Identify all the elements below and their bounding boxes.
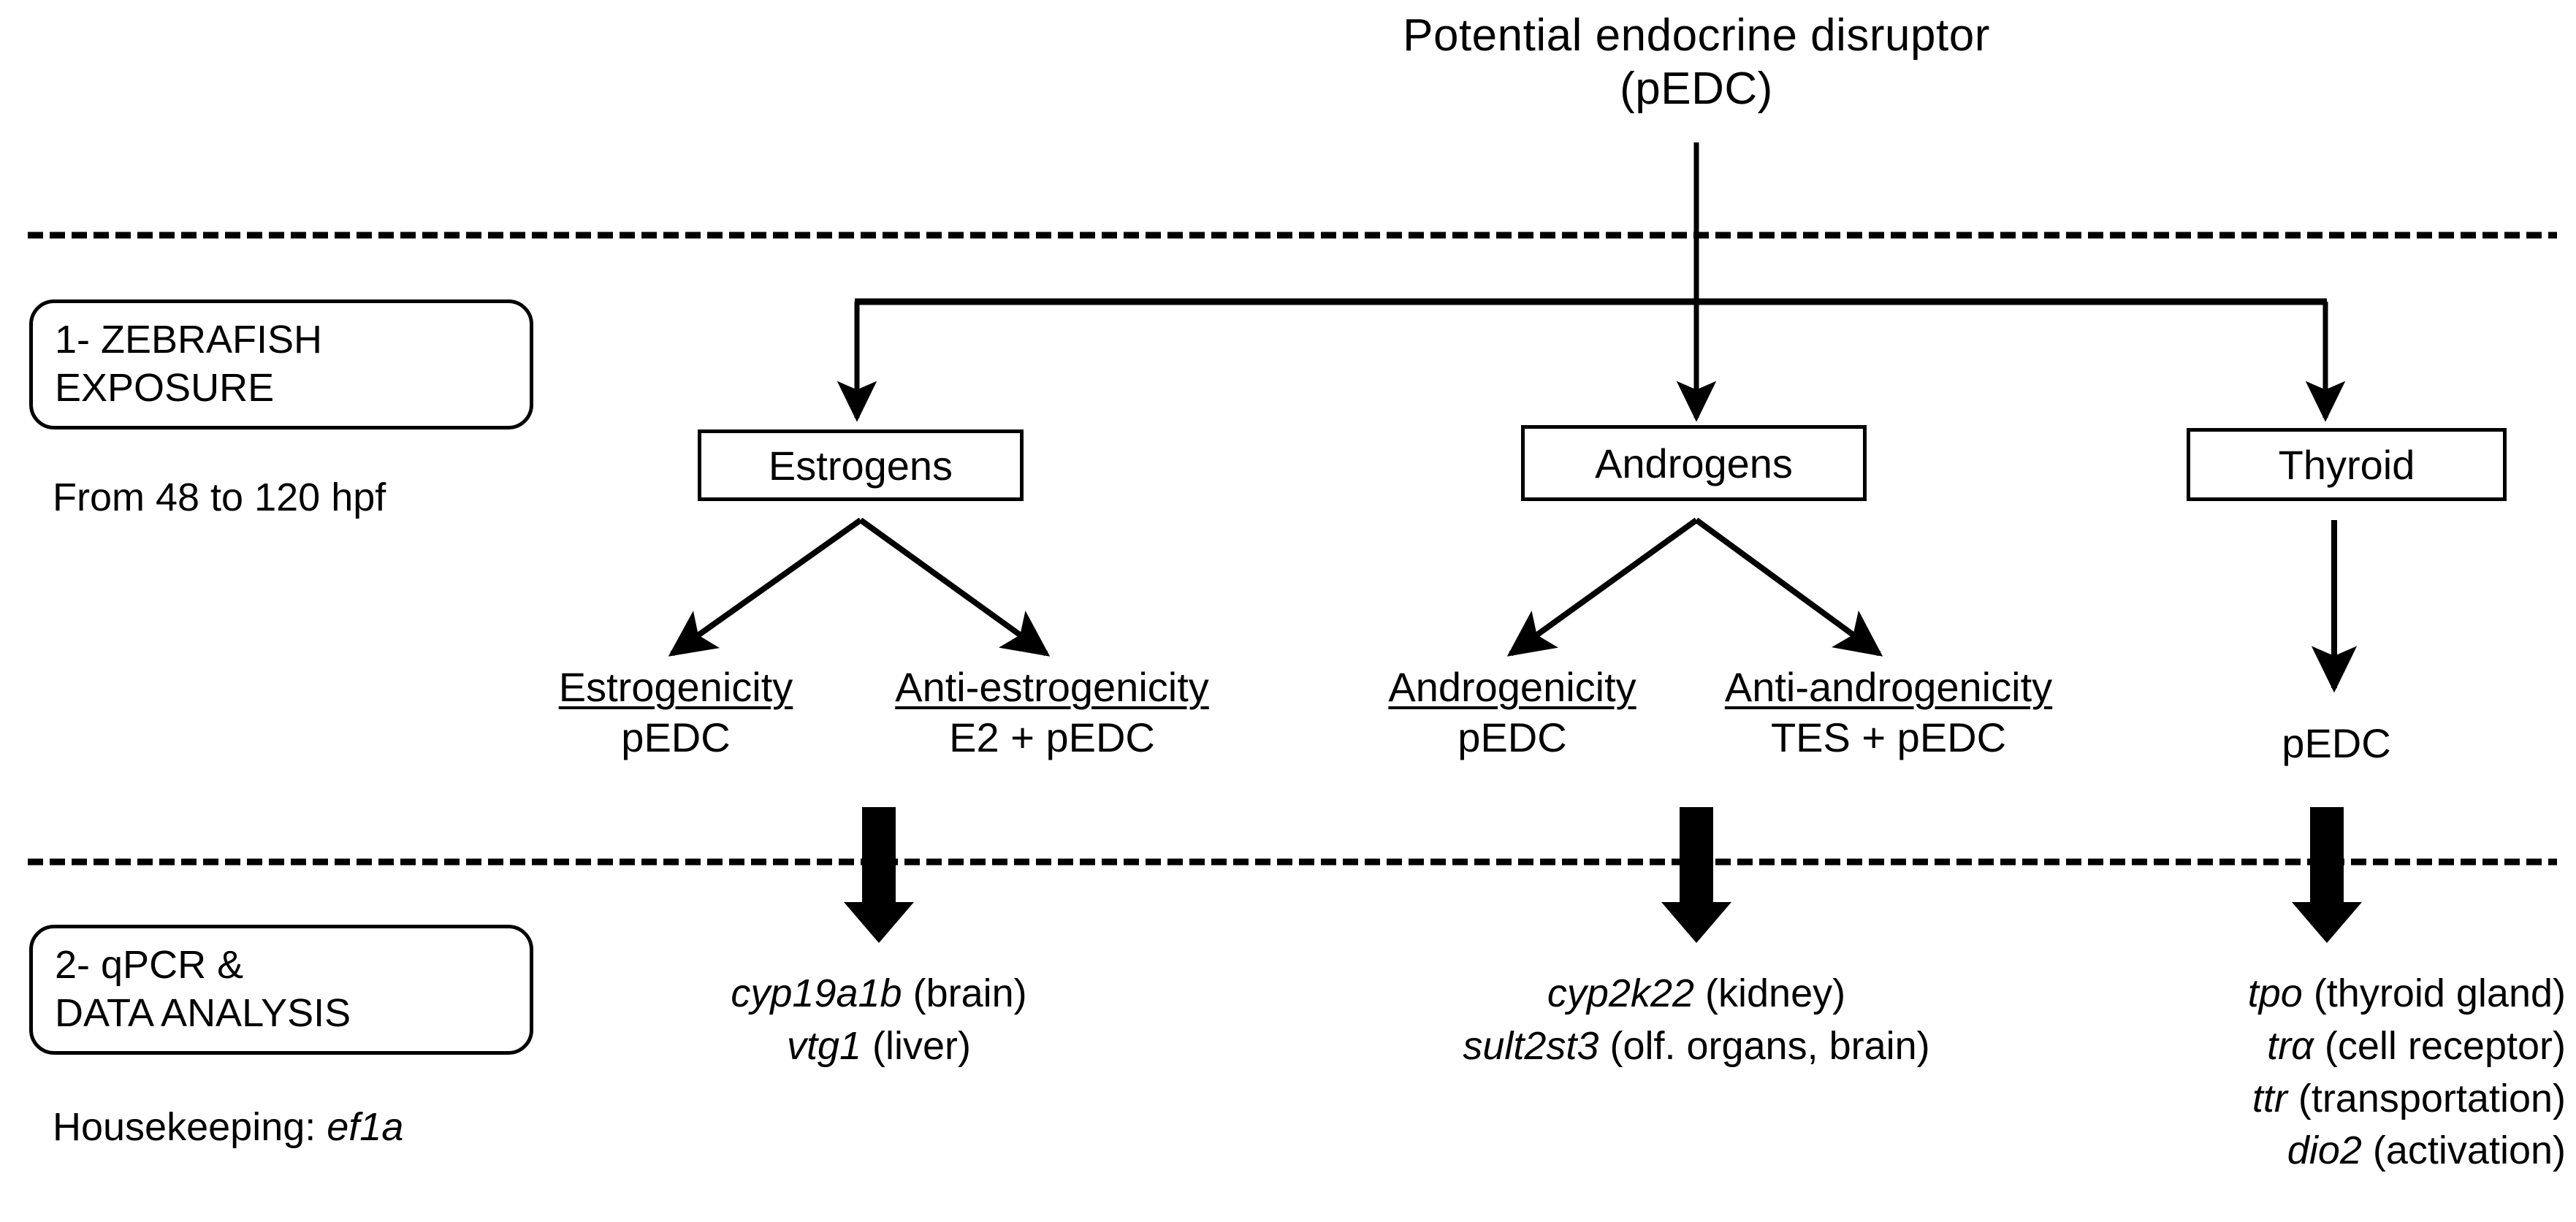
assay-androgenicity-head: Androgenicity <box>1388 664 1636 710</box>
list-item: cyp19a1b (brain) <box>731 968 1026 1020</box>
gene-name: sult2st3 <box>1463 1023 1599 1068</box>
figure-title-line2: (pEDC) <box>1620 64 1773 115</box>
split-estrogenicity <box>668 517 863 657</box>
split-androgenicity <box>1506 517 1699 657</box>
assay-anti-androgenicity-head: Anti-androgenicity <box>1724 664 2053 710</box>
assay-estrogenicity-head: Estrogenicity <box>558 664 793 710</box>
axis-box-thyroid-label: Thyroid <box>2278 441 2415 488</box>
phase-box-qpcr: 2- qPCR & DATA ANALYSIS <box>29 925 533 1055</box>
figure-title-line1: Potential endocrine disruptor <box>1403 10 1990 61</box>
axis-box-androgens-label: Androgens <box>1595 440 1793 486</box>
gene-tissue: (activation) <box>2361 1129 2566 1173</box>
gene-name: dio2 <box>2287 1129 2362 1173</box>
assay-anti-estrogenicity-head: Anti-estrogenicity <box>895 664 1209 710</box>
phase-qpcr-note: Housekeeping: ef1a <box>53 1101 403 1154</box>
phase-qpcr-line2: DATA ANALYSIS <box>55 991 351 1035</box>
axis-box-thyroid: Thyroid <box>2187 428 2507 501</box>
gene-name: cyp2k22 <box>1547 971 1695 1015</box>
phase-exposure-line1: 1- ZEBRAFISH <box>55 318 323 362</box>
axis-box-androgens: Androgens <box>1521 425 1867 501</box>
split-anti-estrogenicity <box>858 517 1051 657</box>
gene-tissue: (transportation) <box>2287 1076 2566 1120</box>
block-arrow-estrogen-readout <box>844 807 914 943</box>
gene-list-androgen: cyp2k22 (kidney) sult2st3 (olf. organs, … <box>1463 968 1929 1073</box>
phase-qpcr-line1: 2- qPCR & <box>55 943 244 988</box>
list-item: cyp2k22 (kidney) <box>1463 968 1929 1020</box>
assay-anti-estrogenicity-sub: E2 + pEDC <box>949 714 1155 760</box>
gene-name: vtg1 <box>786 1023 862 1068</box>
gene-tissue: (liver) <box>861 1023 972 1068</box>
assay-thyroid-head: pEDC <box>2282 720 2391 766</box>
list-item: trα (cell receptor) <box>2248 1020 2566 1073</box>
gene-name: tpo <box>2247 971 2303 1015</box>
assay-androgenicity-sub: pEDC <box>1457 714 1567 760</box>
gene-tissue: (kidney) <box>1694 971 1846 1015</box>
list-item: sult2st3 (olf. organs, brain) <box>1463 1020 1929 1073</box>
assay-androgenicity: Androgenicity pEDC <box>1388 663 1636 761</box>
assay-estrogenicity: Estrogenicity pEDC <box>559 663 793 761</box>
assay-thyroid: pEDC <box>2282 719 2390 767</box>
axis-box-estrogens-label: Estrogens <box>768 442 953 489</box>
gene-list-estrogen: cyp19a1b (brain) vtg1 (liver) <box>731 968 1026 1073</box>
phase-exposure-note: From 48 to 120 hpf <box>53 476 386 519</box>
list-item: vtg1 (liver) <box>731 1020 1026 1073</box>
figure-title: Potential endocrine disruptor (pEDC) <box>1403 9 1990 115</box>
block-arrow-thyroid-readout <box>2292 807 2362 943</box>
gene-name: cyp19a1b <box>731 971 902 1015</box>
housekeeping-label: Housekeeping: <box>53 1105 327 1149</box>
phase-exposure-line2: EXPOSURE <box>55 366 275 410</box>
assay-estrogenicity-sub: pEDC <box>621 714 731 760</box>
axis-box-estrogens: Estrogens <box>698 429 1024 501</box>
assay-anti-androgenicity: Anti-androgenicity TES + pEDC <box>1725 663 2052 761</box>
gene-tissue: (olf. organs, brain) <box>1598 1023 1930 1068</box>
list-item: tpo (thyroid gland) <box>2248 968 2566 1020</box>
assay-anti-androgenicity-sub: TES + pEDC <box>1770 714 2007 760</box>
gene-name: ttr <box>2252 1076 2287 1120</box>
assay-anti-estrogenicity: Anti-estrogenicity E2 + pEDC <box>895 663 1209 761</box>
gene-tissue: (brain) <box>902 971 1027 1015</box>
list-item: dio2 (activation) <box>2248 1125 2566 1177</box>
list-item: ttr (transportation) <box>2248 1073 2566 1126</box>
housekeeping-gene: ef1a <box>327 1105 404 1149</box>
gene-tissue: (cell receptor) <box>2313 1023 2566 1068</box>
split-anti-androgenicity <box>1694 517 1883 657</box>
gene-list-thyroid: tpo (thyroid gland) trα (cell receptor) … <box>2248 968 2566 1177</box>
gene-name: trα <box>2267 1023 2314 1068</box>
phase-box-exposure: 1- ZEBRAFISH EXPOSURE <box>29 299 533 429</box>
gene-tissue: (thyroid gland) <box>2302 971 2566 1015</box>
block-arrow-androgen-readout <box>1661 807 1731 943</box>
